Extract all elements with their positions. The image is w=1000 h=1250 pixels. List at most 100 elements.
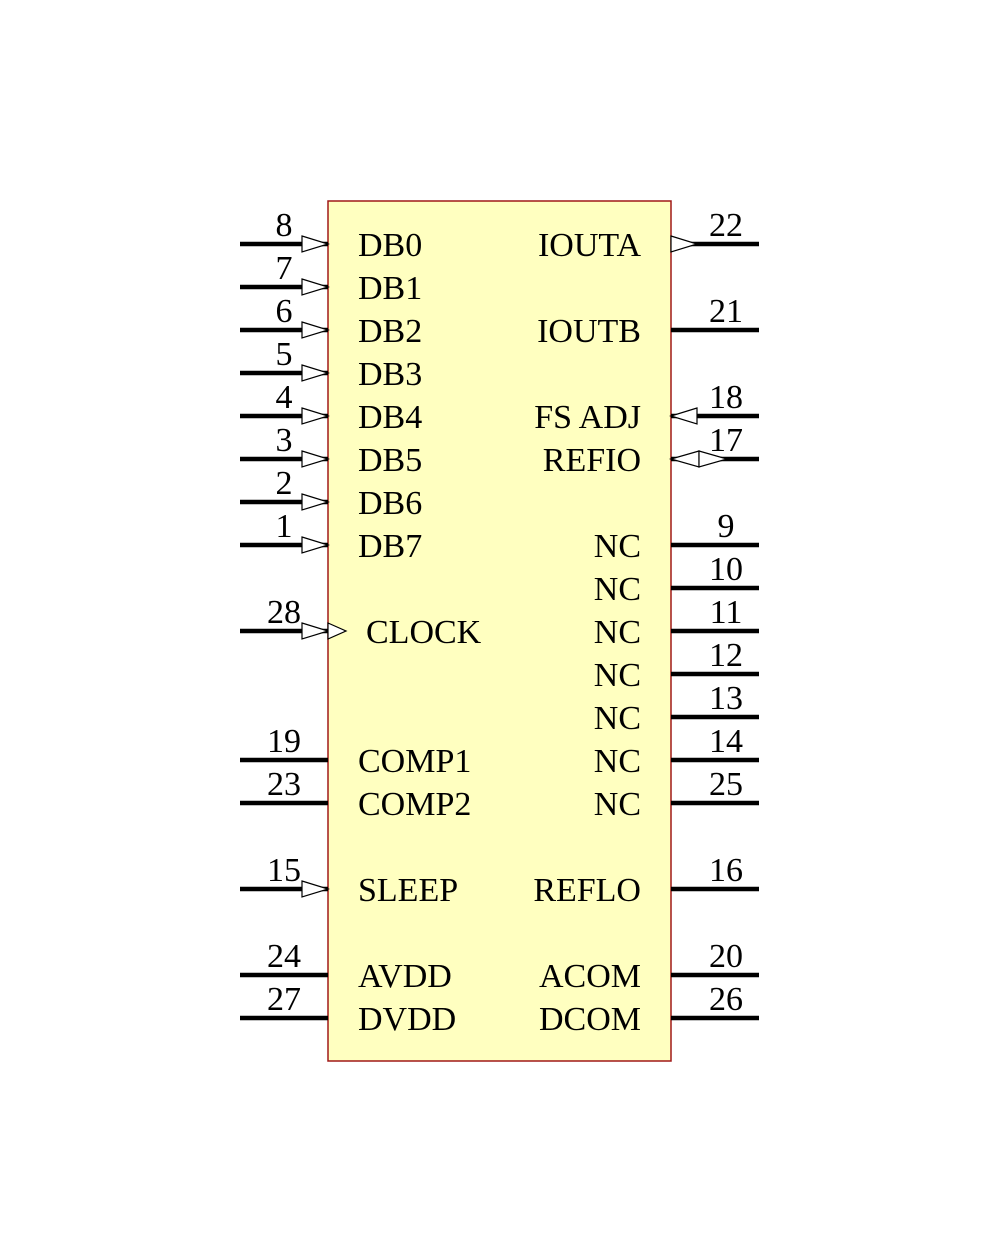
pin-number: 3 xyxy=(276,422,293,459)
pin-number: 5 xyxy=(276,336,293,373)
input-arrow xyxy=(301,278,331,296)
input-arrow xyxy=(301,622,331,640)
pin-number: 1 xyxy=(276,508,293,545)
output-arrow xyxy=(670,235,700,253)
pin-label: NC xyxy=(594,657,641,694)
pin-label: NC xyxy=(594,786,641,823)
pin-number: 12 xyxy=(709,637,743,674)
pin-label: COMP1 xyxy=(358,743,471,780)
pin-number: 25 xyxy=(709,766,743,803)
pin-label: IOUTA xyxy=(538,227,641,264)
input-arrow xyxy=(668,407,698,425)
pin-number: 18 xyxy=(709,379,743,416)
pin-18: 18 FS ADJ xyxy=(534,379,759,436)
clock-indicator xyxy=(327,622,348,640)
pin-number: 27 xyxy=(267,981,301,1018)
pin-number: 15 xyxy=(267,852,301,889)
input-arrow xyxy=(301,536,331,554)
pin-number: 10 xyxy=(709,551,743,588)
pin-label: DB1 xyxy=(358,270,422,307)
pin-label: ACOM xyxy=(539,958,641,995)
pin-label: REFIO xyxy=(543,442,641,479)
pin-number: 7 xyxy=(276,250,293,287)
pin-label: DB2 xyxy=(358,313,422,350)
input-arrow xyxy=(301,880,331,898)
input-arrow xyxy=(301,364,331,382)
pin-label: NC xyxy=(594,614,641,651)
pin-number: 24 xyxy=(267,938,301,975)
input-arrow xyxy=(301,235,331,253)
pin-number: 4 xyxy=(276,379,293,416)
pin-label: DB6 xyxy=(358,485,422,522)
pin-label: DB4 xyxy=(358,399,422,436)
pin-label: DB7 xyxy=(358,528,422,565)
pin-number: 23 xyxy=(267,766,301,803)
bidir-arrow-out xyxy=(698,450,730,468)
pin-number: 19 xyxy=(267,723,301,760)
pin-number: 22 xyxy=(709,207,743,244)
pin-number: 14 xyxy=(709,723,743,760)
pin-number: 17 xyxy=(709,422,743,459)
pin-label: SLEEP xyxy=(358,872,458,909)
pin-label: IOUTB xyxy=(537,313,641,350)
pin-number: 9 xyxy=(718,508,735,545)
pin-number: 11 xyxy=(710,594,743,631)
pin-label: FS ADJ xyxy=(534,399,641,436)
pin-number: 16 xyxy=(709,852,743,889)
pin-number: 2 xyxy=(276,465,293,502)
pin-number: 26 xyxy=(709,981,743,1018)
input-arrow xyxy=(301,407,331,425)
pin-label: COMP2 xyxy=(358,786,471,823)
pin-number: 6 xyxy=(276,293,293,330)
pin-number: 8 xyxy=(276,207,293,244)
pin-label: NC xyxy=(594,700,641,737)
left-pin-group: 8DB07DB16DB25DB34DB43DB52DB61DB728CLOCK1… xyxy=(240,207,482,1038)
pin-label: DVDD xyxy=(358,1001,456,1038)
pin-label: DB3 xyxy=(358,356,422,393)
ic-body xyxy=(327,200,672,1062)
pin-label: NC xyxy=(594,528,641,565)
pin-label: AVDD xyxy=(358,958,452,995)
pin-label: DB0 xyxy=(358,227,422,264)
input-arrow xyxy=(301,321,331,339)
pin-label: DCOM xyxy=(539,1001,641,1038)
pin-number: 28 xyxy=(267,594,301,631)
pin-label: NC xyxy=(594,743,641,780)
pin-number: 21 xyxy=(709,293,743,330)
pin-number: 13 xyxy=(709,680,743,717)
pin-label: REFLO xyxy=(533,872,641,909)
pin-label: NC xyxy=(594,571,641,608)
pin-number: 20 xyxy=(709,938,743,975)
bidir-arrow-in xyxy=(668,450,700,468)
input-arrow xyxy=(301,450,331,468)
pin-label: CLOCK xyxy=(366,614,482,651)
